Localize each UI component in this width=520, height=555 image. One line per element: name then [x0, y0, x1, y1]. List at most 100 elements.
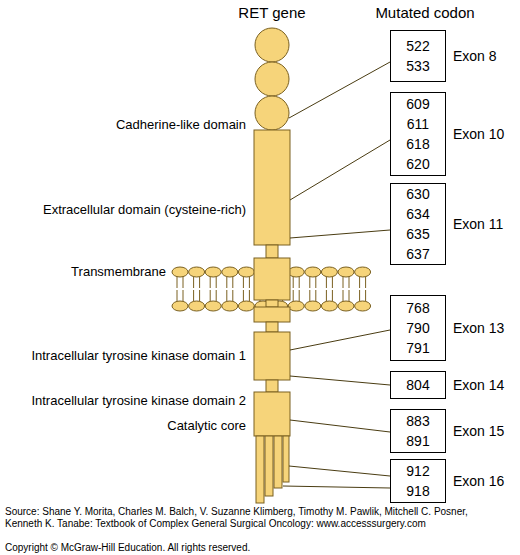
codon-box: 522533Exon 8	[390, 30, 446, 82]
codon-box: 883891Exon 15	[390, 409, 446, 453]
leader-line	[290, 140, 390, 200]
lipid-head	[321, 267, 337, 277]
cadherin-circle	[255, 28, 289, 62]
lipid-tail	[293, 290, 299, 302]
lipid-tail	[360, 276, 366, 288]
exon-label: Exon 8	[453, 48, 497, 64]
lipid-tail	[343, 276, 349, 288]
codon-box: 609611618620Exon 10	[390, 92, 446, 176]
leader-line	[283, 486, 390, 488]
leader-line	[289, 62, 390, 118]
lipid-head	[288, 267, 304, 277]
cadherin-circle	[255, 62, 289, 96]
transmembrane-domain	[254, 258, 290, 300]
lipid-head	[222, 267, 238, 277]
codon-box: 804Exon 14	[390, 371, 446, 399]
copyright-note: Copyright © McGraw-Hill Education. All r…	[5, 542, 250, 554]
codon-box: 630634635637Exon 11	[390, 183, 446, 265]
codon-number: 912	[406, 461, 429, 481]
catalytic-tail	[283, 436, 289, 482]
kinase-domain-2	[254, 392, 290, 436]
codon-number: 804	[406, 375, 429, 395]
lipid-head	[355, 267, 371, 277]
lipid-tail	[360, 290, 366, 302]
source-caption: Source: Shane Y. Morita, Charles M. Balc…	[5, 506, 475, 530]
codon-number: 611	[407, 114, 429, 134]
lipid-tail	[326, 290, 332, 302]
juxtamembrane-domain	[254, 307, 290, 322]
lipid-head	[338, 301, 354, 311]
lipid-tail	[194, 290, 200, 302]
codon-number: 522	[406, 36, 429, 56]
lipid-head	[189, 301, 205, 311]
exon-label: Exon 15	[453, 423, 504, 439]
domain-label: Transmembrane	[0, 264, 166, 279]
exon-label: Exon 14	[453, 377, 504, 393]
cadherin-circle	[255, 96, 289, 130]
lipid-head	[172, 301, 188, 311]
lipid-head	[172, 267, 188, 277]
leader-line	[290, 420, 390, 432]
exon-label: Exon 16	[453, 473, 504, 489]
domain-label: Extracellular domain (cysteine-rich)	[0, 202, 246, 217]
lipid-tail	[343, 290, 349, 302]
lipid-head	[222, 301, 238, 311]
exon-label: Exon 11	[453, 216, 503, 232]
domain-label: Intracellular tyrosine kinase domain 2	[0, 393, 246, 408]
exon-label: Exon 13	[453, 320, 504, 336]
leader-line	[290, 230, 390, 238]
catalytic-tail	[274, 436, 282, 488]
lipid-head	[338, 267, 354, 277]
codon-box: 912918Exon 16	[390, 459, 446, 503]
lipid-tail	[194, 276, 200, 288]
codon-number: 791	[406, 338, 429, 358]
codon-number: 891	[406, 431, 429, 451]
domain-stem	[266, 245, 278, 258]
diagram-title: RET gene	[207, 4, 337, 21]
codon-box: 768790791Exon 13	[390, 295, 446, 361]
codon-number: 533	[406, 56, 429, 76]
lipid-tail	[243, 276, 249, 288]
lipid-tail	[210, 276, 216, 288]
domain-stem	[266, 322, 278, 332]
lipid-head	[238, 267, 254, 277]
column-heading: Mutated codon	[365, 4, 485, 21]
catalytic-tail	[265, 436, 273, 496]
lipid-head	[238, 301, 254, 311]
exon-label: Exon 10	[453, 126, 504, 142]
domain-label: Cadherine-like domain	[0, 117, 246, 132]
extracellular-domain	[254, 130, 290, 245]
domain-stem	[266, 300, 278, 307]
lipid-tail	[227, 290, 233, 302]
lipid-head	[305, 301, 321, 311]
lipid-tail	[310, 290, 316, 302]
lipid-head	[321, 301, 337, 311]
leader-line	[289, 466, 390, 476]
lipid-head	[205, 301, 221, 311]
lipid-tail	[326, 276, 332, 288]
domain-label: Intracellular tyrosine kinase domain 1	[0, 348, 246, 363]
codon-number: 609	[406, 94, 429, 114]
leader-line	[290, 330, 390, 350]
lipid-tail	[243, 290, 249, 302]
codon-number: 637	[406, 244, 429, 264]
codon-number: 918	[406, 481, 429, 501]
lipid-tail	[177, 276, 183, 288]
lipid-tail	[227, 276, 233, 288]
codon-number: 620	[406, 154, 429, 174]
codon-number: 883	[406, 411, 429, 431]
lipid-tail	[210, 290, 216, 302]
codon-number: 768	[406, 298, 429, 318]
codon-number: 635	[406, 224, 429, 244]
lipid-head	[189, 267, 205, 277]
lipid-head	[305, 267, 321, 277]
catalytic-tail	[256, 436, 264, 503]
codon-number: 790	[406, 318, 429, 338]
lipid-head	[288, 301, 304, 311]
domain-stem	[266, 380, 278, 392]
lipid-head	[205, 267, 221, 277]
codon-number: 618	[406, 134, 429, 154]
leader-line	[290, 376, 390, 385]
lipid-tail	[310, 276, 316, 288]
kinase-domain-1	[254, 332, 290, 380]
